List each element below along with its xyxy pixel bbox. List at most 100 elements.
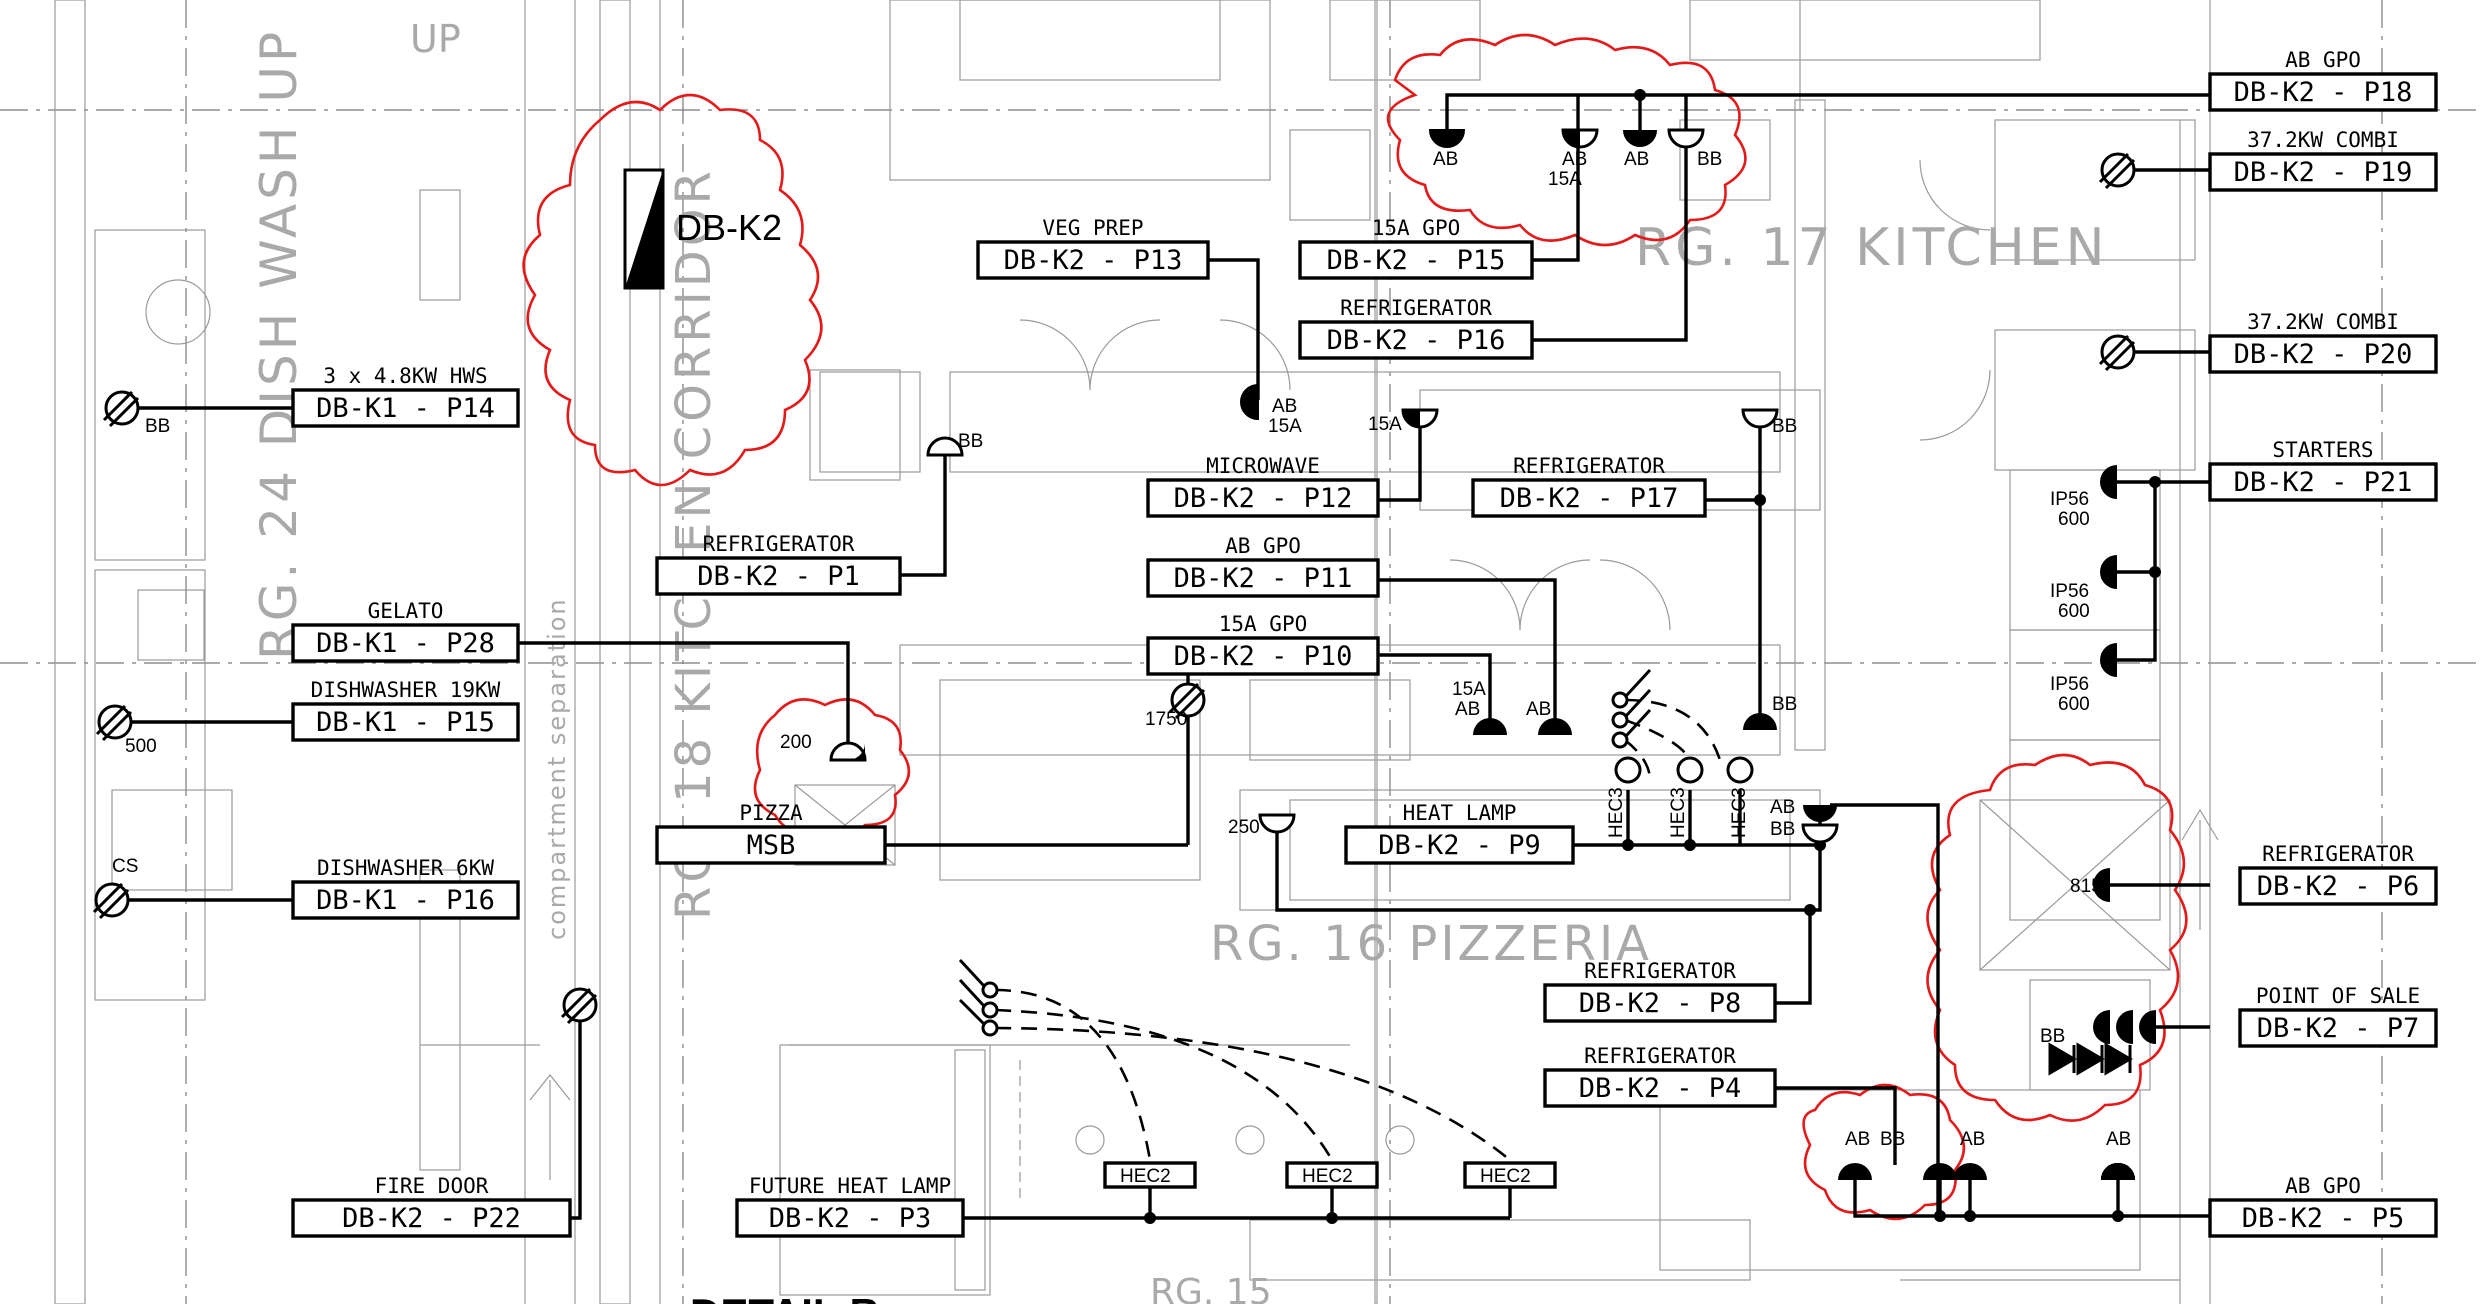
hec2-tag: HEC2 <box>1120 1166 1171 1187</box>
revision-cloud-bottom <box>1802 1083 1966 1221</box>
circuit-id: DB-K2 - P13 <box>1004 245 1183 276</box>
outlet-icon <box>2100 465 2117 499</box>
circuit-label: FIRE DOOR <box>375 1174 489 1198</box>
circuit-id: DB-K2 - P1 <box>697 561 860 592</box>
circuit-label: MICROWAVE <box>1206 454 1320 478</box>
circuit-label: 15A GPO <box>1372 216 1461 240</box>
room-rg15-label: RG. 15 <box>1150 1272 1272 1304</box>
circuit-id: DB-K2 - P7 <box>2257 1013 2420 1044</box>
circuit-label: PIZZA <box>739 801 803 825</box>
outlet-icon <box>1741 408 1779 429</box>
circuit-label: FUTURE HEAT LAMP <box>749 1174 951 1198</box>
circuit-label: POINT OF SALE <box>2256 984 2420 1008</box>
outlet-tag: BB <box>1697 149 1722 170</box>
room-kitchen-label: RG. 17 KITCHEN <box>1635 218 2109 278</box>
circuit-id: DB-K2 - P16 <box>1327 325 1506 356</box>
circuit-box-frame <box>1298 320 1534 360</box>
circuit-label: REFRIGERATOR <box>1584 959 1736 983</box>
outlet-tag: AB <box>1455 699 1480 720</box>
revision-cloud-db-k2 <box>522 93 823 487</box>
switch-icons <box>958 668 1652 1037</box>
circuit-box-frame <box>1543 983 1777 1023</box>
circuit-box-frame <box>2208 334 2438 374</box>
outlet-tag: BB <box>1772 694 1797 715</box>
circuit-label: REFRIGERATOR <box>2262 842 2414 866</box>
outlet-tag: AB <box>1960 1129 1985 1150</box>
distribution-board-db-k2: DB-K2 <box>623 168 782 290</box>
outlet-tag: 500 <box>125 736 157 757</box>
outlet-icon <box>1428 129 1466 148</box>
circuit-label: REFRIGERATOR <box>1340 296 1492 320</box>
room-corridor-label: RG. 18 KITCHEN CORRIDOR <box>666 167 722 920</box>
circuit-box-frame <box>1471 478 1707 518</box>
circuit-label: AB GPO <box>2285 1174 2361 1198</box>
circuit-id: DB-K2 - P11 <box>1174 563 1353 594</box>
circuit-label: REFRIGERATOR <box>1584 1044 1736 1068</box>
circuit-id: DB-K2 - P8 <box>1579 988 1742 1019</box>
revision-cloud-1750 <box>753 698 911 838</box>
circuit-id: DB-K1 - P14 <box>316 393 495 424</box>
distribution-board-label: DB-K2 <box>676 207 782 248</box>
outlet-tag: BB <box>1880 1129 1905 1150</box>
outlet-icon <box>2093 1010 2110 1044</box>
circuit-label: AB GPO <box>1225 534 1301 558</box>
circuit-id: DB-K1 - P28 <box>316 628 495 659</box>
circuit-label: DISHWASHER 6KW <box>317 856 494 880</box>
circuit-id: DB-K1 - P15 <box>316 707 495 738</box>
room-wash-up-label: RG. 24 DISH WASH UP <box>250 28 308 660</box>
circuit-box-frame <box>976 240 1210 280</box>
circuit-box-frame <box>291 623 520 663</box>
circuit-id: DB-K2 - P17 <box>1500 483 1679 514</box>
circuit-box-frame <box>1344 825 1575 865</box>
circuit-box-frame <box>2208 1198 2438 1238</box>
outlet-tag: 815 <box>2070 876 2102 897</box>
outlet-icon <box>2100 643 2117 677</box>
outlet-tag: AB <box>1562 149 1587 170</box>
outlet-icon <box>2100 555 2117 589</box>
circuit-box-frame <box>2208 462 2438 502</box>
outlet-tag: 15A <box>1452 679 1486 700</box>
circuit-box-frame <box>2208 152 2438 192</box>
circuit-box-frame <box>291 880 520 920</box>
circuit-box-frame <box>1146 558 1380 598</box>
hec3-tag: HEC3 <box>1606 787 1627 838</box>
circuit-box: DB-K2 - P7 POINT OF SALE <box>2238 984 2438 1048</box>
circuit-box: DB-K2 - P8 REFRIGERATOR <box>1543 959 1777 1023</box>
circuit-label: 37.2KW COMBI <box>2247 128 2399 152</box>
hec3-tag: HEC3 <box>1668 787 1689 838</box>
circuit-box-frame <box>1543 1068 1777 1108</box>
circuit-box-frame <box>291 1198 572 1238</box>
circuit-box: DB-K2 - P1 REFRIGERATOR <box>655 532 902 596</box>
outlet-tag: AB <box>2106 1129 2131 1150</box>
outlet-icon <box>1473 718 1507 735</box>
circuit-box: DB-K1 - P15 DISHWASHER 19KW <box>291 678 520 742</box>
outlet-icon <box>926 436 964 457</box>
circuit-label: REFRIGERATOR <box>703 532 855 556</box>
circuit-label: AB GPO <box>2285 48 2361 72</box>
outlet-tag: AB <box>1770 797 1795 818</box>
outlet-tag: AB <box>1526 699 1551 720</box>
circuit-label: DISHWASHER 19KW <box>311 678 501 702</box>
circuit-label: GELATO <box>368 599 444 623</box>
detail-title: DETAIL B <box>690 1290 880 1304</box>
outlet-icon <box>1623 130 1657 147</box>
circuit-label: HEAT LAMP <box>1403 801 1517 825</box>
outlet-tag: 600 <box>2058 601 2090 622</box>
outlet-icon <box>1538 718 1572 735</box>
outlet-tag: IP56 <box>2050 674 2089 695</box>
circuit-label: VEG PREP <box>1042 216 1143 240</box>
outlet-tag: 15A <box>1268 416 1302 437</box>
outlet-tag: 15A <box>1368 414 1402 435</box>
compartment-separation-label: compartment separation <box>543 597 571 940</box>
outlet-icon <box>1240 383 1259 421</box>
